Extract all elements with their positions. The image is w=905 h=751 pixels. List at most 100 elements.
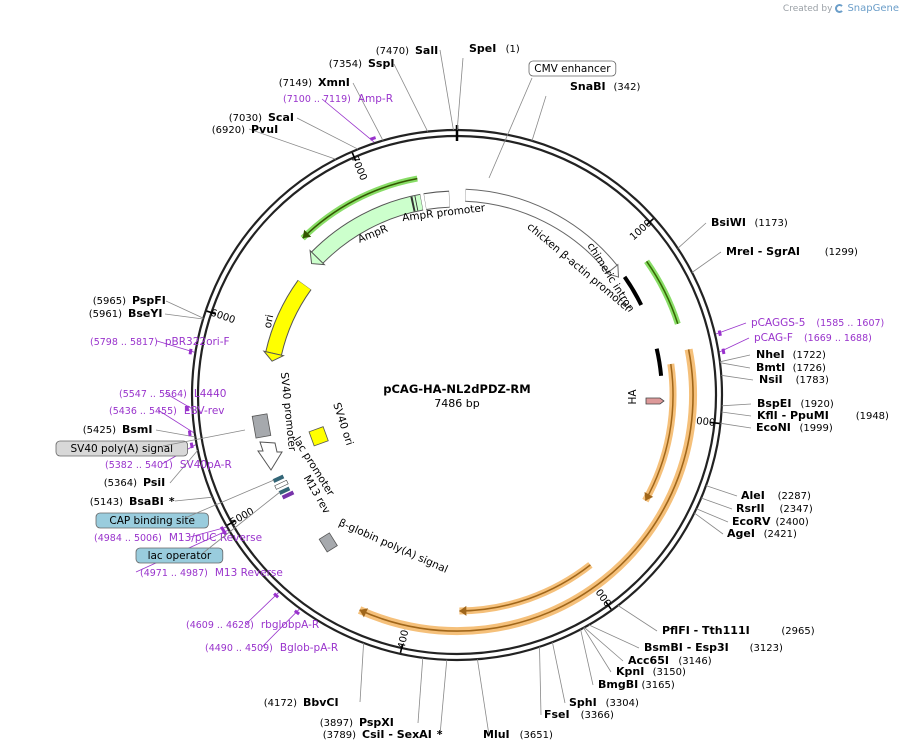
cap-binding-mark[interactable]: [272, 474, 285, 483]
site-psii[interactable]: PsiI(5364): [104, 450, 199, 489]
primer-rbglobpa-r[interactable]: (4609 .. 4628)rbglobpA-R: [186, 592, 319, 631]
primer-bglob-pa-r[interactable]: (4490 .. 4509)Bglob-pA-R: [205, 608, 338, 654]
site-csii-sexai[interactable]: CsiI - SexAI*(3789): [323, 659, 448, 741]
cds-arc-inner-2[interactable]: [459, 564, 591, 612]
primer-name: rbglobpA-R: [261, 619, 319, 631]
site-bmti[interactable]: BmtI(1726): [719, 361, 826, 374]
site-name: PspFI: [132, 294, 166, 307]
cds-arc-inner[interactable]: [644, 363, 674, 501]
primer-leader-line: [157, 409, 194, 434]
primer-bind-mark: [189, 442, 194, 449]
site-name: BmtI: [756, 361, 785, 374]
site-agei[interactable]: AgeI(2421): [694, 512, 797, 540]
site-mlui[interactable]: MluI(3651): [477, 659, 553, 741]
site-bspei[interactable]: BspEI(1920): [721, 397, 834, 410]
sv40-polya-label[interactable]: SV40 poly(A) signal: [55, 429, 246, 457]
site-name: BsaBI: [129, 495, 164, 508]
site-xmni[interactable]: XmnI(7149): [279, 76, 384, 141]
primer-amp-r[interactable]: (7100 .. 7119)Amp-R: [283, 93, 393, 143]
site-name: SpeI: [469, 42, 496, 55]
lac-promoter-mark[interactable]: [274, 479, 289, 490]
cds-arc-outer[interactable]: [359, 349, 694, 632]
site-position: (3651): [520, 730, 553, 741]
site-pflfi-tth111i[interactable]: PflFI - Tth111I(2965): [617, 605, 815, 638]
position-tick: [206, 310, 216, 315]
primer-pbr322ori-f[interactable]: (5798 .. 5817)pBR322ori-F: [90, 336, 230, 355]
site-mrei-sgrai[interactable]: MreI - SgrAI(1299): [691, 245, 858, 273]
site-leader-line: [552, 642, 566, 704]
site-sali[interactable]: SalI(7470): [376, 44, 454, 131]
primer-pcaggs-5[interactable]: pCAGGS-5(1585 .. 1607): [715, 317, 884, 337]
site-fsei[interactable]: FseI(3366): [539, 646, 614, 721]
primer-name: pCAGGS-5: [751, 317, 805, 329]
ha-tag-arrow[interactable]: [645, 397, 665, 405]
primer-position: (4971 .. 4987): [140, 568, 208, 579]
site-bsmbi-esp3i[interactable]: BsmBI - Esp3I(3123): [588, 624, 783, 654]
ori-arrow[interactable]: [266, 280, 311, 355]
site-bmgbi[interactable]: BmgBI(3165): [580, 629, 675, 691]
primer-l4440[interactable]: (5547 .. 5564)L4440: [119, 388, 226, 412]
cmv-enhancer-label[interactable]: CMV enhancer: [488, 60, 617, 179]
ampr-promoter-arrow[interactable]: [423, 191, 450, 210]
site-position: (4172): [264, 698, 297, 709]
site-position: (3150): [653, 667, 686, 678]
site-pvui[interactable]: PvuI(6920): [212, 123, 336, 160]
position-tick-label: 7000: [348, 155, 368, 183]
site-kfli-ppumi[interactable]: KflI - PpuMI(1948): [721, 409, 890, 422]
primer-ebv-rev[interactable]: (5436 .. 5455)EBV-rev: [109, 405, 225, 437]
ampr-line[interactable]: [302, 177, 418, 239]
m13-rev-mark[interactable]: [281, 490, 295, 500]
site-pspxi[interactable]: PspXI(3897): [320, 657, 424, 729]
ori-head: [262, 350, 285, 362]
cds-arc-head-2: [459, 605, 467, 616]
site-name: PsiI: [143, 476, 165, 489]
site-bsabi[interactable]: BsaBI*(5143): [90, 495, 213, 508]
site-label: AleI: [741, 489, 765, 502]
site-label: KpnI: [616, 665, 644, 678]
sv40-ori-box[interactable]: [308, 426, 329, 447]
site-snabi[interactable]: SnaBI(342): [531, 80, 640, 141]
beta-globin-polya-box[interactable]: [318, 532, 338, 553]
site-sspi[interactable]: SspI(7354): [329, 57, 429, 132]
site-label: PspXI: [359, 716, 394, 729]
site-pspfi[interactable]: PspFI(5965): [93, 294, 204, 319]
feature-layer: [251, 175, 698, 636]
site-spei[interactable]: SpeI(1): [456, 42, 520, 131]
cap-binding-site-label[interactable]: CAP binding site: [95, 479, 275, 529]
site-kpni[interactable]: KpnI (3150): [583, 627, 686, 678]
chicken-actin-promoter-arrow[interactable]: [465, 189, 617, 273]
site-rsrii[interactable]: RsrII(2347): [701, 497, 813, 515]
cap-binding-site-label-box: [95, 512, 209, 529]
site-econi[interactable]: EcoNI(1999): [720, 421, 833, 434]
sv40-polya-block[interactable]: [251, 413, 272, 439]
sv40-promoter-arrow[interactable]: [257, 441, 283, 471]
site-nsii[interactable]: NsiI(1783): [721, 373, 829, 386]
chimeric-intron-arrow[interactable]: [645, 260, 679, 325]
primer-m13-puc-reverse[interactable]: (4984 .. 5006)M13/pUC Reverse: [94, 526, 262, 544]
site-label: BbvCI: [303, 696, 339, 709]
site-bseyi[interactable]: BseYI(5961): [89, 307, 204, 320]
site-acc65i[interactable]: Acc65I(3146): [584, 627, 712, 667]
site-bbvci[interactable]: BbvCI (4172): [264, 642, 364, 709]
site-nhei[interactable]: NheI(1722): [719, 348, 826, 363]
ampr-arrow[interactable]: [312, 194, 423, 263]
site-leader-line: [720, 422, 752, 429]
site-scai[interactable]: ScaI(7030): [229, 111, 359, 150]
site-alei[interactable]: AleI (2287): [705, 485, 811, 502]
site-bsiwi[interactable]: BsiWI(1173): [677, 216, 788, 249]
site-position: (1999): [800, 423, 833, 434]
site-name: BmgBI: [598, 678, 638, 691]
lac-operator-label[interactable]: lac operator: [135, 491, 281, 564]
site-sphi[interactable]: SphI(3304): [552, 642, 639, 709]
site-leader-line: [584, 627, 624, 662]
site-name: BsmBI - Esp3I: [644, 641, 729, 654]
site-name: SspI: [368, 57, 394, 70]
primer-position: (5382 .. 5401): [105, 460, 173, 471]
site-bsmi[interactable]: BsmI(5425): [83, 423, 196, 438]
site-ecorv[interactable]: EcoRV(2400): [696, 508, 809, 528]
site-position: (2287): [778, 491, 811, 502]
primer-pcag-f[interactable]: pCAG-F(1669 .. 1688): [719, 332, 872, 355]
site-label: SalI: [415, 44, 438, 57]
primer-bind-mark: [219, 526, 226, 533]
lac-operator-mark[interactable]: [278, 486, 291, 495]
